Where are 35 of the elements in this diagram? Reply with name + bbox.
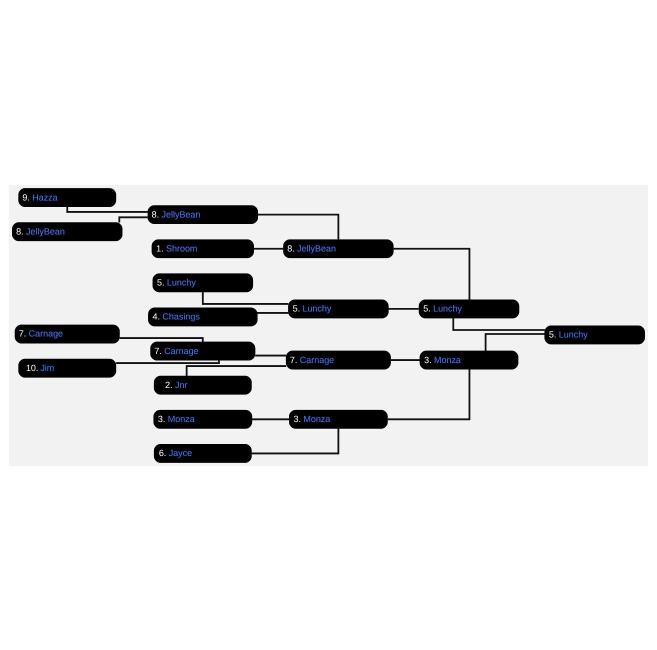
connector	[388, 308, 419, 310]
node-box: 10. Jim	[18, 358, 116, 378]
node-box: 8. JellyBean	[283, 238, 394, 258]
connector	[393, 247, 470, 300]
node-box: 7. Carnage	[14, 324, 120, 343]
connector	[254, 247, 284, 250]
node-box: 3. Monza	[420, 350, 518, 369]
connector	[255, 354, 286, 356]
node-box: 8. JellyBean	[12, 222, 122, 241]
node-box: 9. Hazza	[18, 188, 116, 206]
connector	[120, 336, 204, 342]
connector	[484, 332, 545, 350]
connector	[186, 364, 286, 376]
node-box: 5. Lunchy	[152, 272, 254, 292]
connector	[66, 206, 148, 212]
node-box: 7. Carnage	[286, 350, 391, 369]
node-box: 4. Chasings	[148, 307, 258, 326]
node-box: 3. Monza	[153, 409, 252, 428]
connector	[251, 428, 340, 454]
connector	[116, 360, 220, 364]
node-box: 3. Monza	[289, 409, 388, 428]
node-box: 5. Lunchy	[544, 325, 645, 344]
node-box: 5. Lunchy	[288, 298, 389, 318]
node-box: 8. JellyBean	[148, 204, 258, 224]
node-box: 2. Jnr	[154, 375, 252, 394]
node-box: 6. Jayce	[154, 444, 252, 462]
connector	[118, 216, 148, 222]
node-box: 5. Lunchy	[418, 298, 520, 318]
connector	[258, 213, 340, 239]
node-box: 7. Carnage	[150, 341, 256, 360]
node-box: 1. Shroom	[152, 238, 254, 258]
connector	[388, 368, 470, 420]
connector	[252, 418, 290, 420]
connector	[390, 358, 420, 360]
connector	[257, 312, 288, 314]
